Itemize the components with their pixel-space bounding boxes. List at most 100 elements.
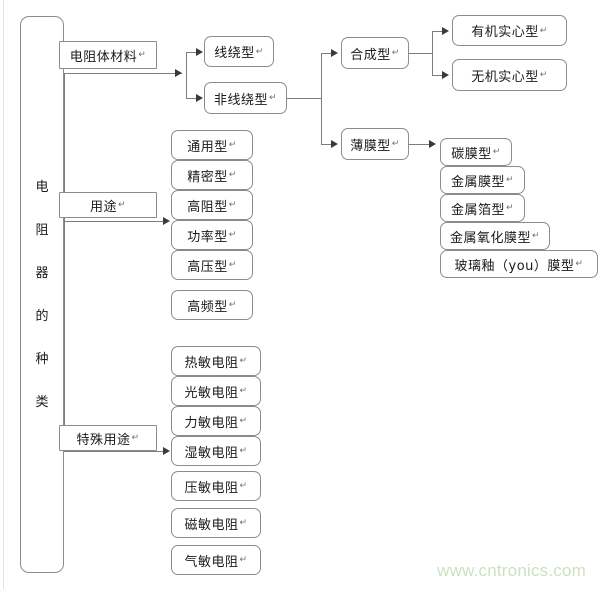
pilcrow-mark: ↵ (228, 200, 237, 210)
pilcrow-mark: ↵ (239, 518, 248, 528)
node-power-type[interactable]: 功率型↵ (171, 220, 253, 250)
node-force-sensitive-resistor-label: 力敏电阻 (184, 415, 239, 431)
node-metal-film-label: 金属膜型 (450, 174, 505, 190)
arrow-to-carbon-film (429, 140, 436, 148)
connector-nonwirewound-out (287, 98, 321, 99)
node-humidity-sensitive-resistor[interactable]: 湿敏电阻↵ (171, 436, 261, 466)
pilcrow-mark: ↵ (539, 25, 548, 36)
connector-material-to-wirewound (186, 52, 198, 53)
node-high-voltage-type-label: 高压型 (187, 259, 228, 275)
connector-trunk-spine (64, 73, 65, 451)
node-photoresistor-label: 光敏电阻 (184, 385, 239, 401)
connector-material-to-nonwirewound (186, 98, 198, 99)
connector-to-organic-solid (432, 31, 444, 32)
connector-synthetic-split (432, 31, 433, 75)
page-left-edge (3, 0, 4, 589)
connector-film-out (409, 144, 431, 145)
pilcrow-mark: ↵ (228, 300, 237, 310)
node-varistor-label: 压敏电阻 (184, 480, 239, 496)
branch-node-material[interactable]: 电阻体材料↵ (59, 41, 157, 69)
pilcrow-mark: ↵ (228, 170, 237, 180)
node-varistor[interactable]: 压敏电阻↵ (171, 471, 261, 501)
node-humidity-sensitive-resistor-label: 湿敏电阻 (184, 445, 239, 461)
pilcrow-mark: ↵ (575, 259, 584, 269)
arrow-to-inorganic-solid (442, 71, 449, 79)
node-film[interactable]: 薄膜型↵ (341, 128, 409, 160)
node-metal-oxide-film-label: 金属氧化膜型 (449, 230, 531, 246)
pilcrow-mark: ↵ (505, 175, 515, 185)
pilcrow-mark: ↵ (531, 231, 541, 241)
node-non-wirewound[interactable]: 非线绕型↵ (204, 82, 287, 114)
node-magneto-resistor[interactable]: 磁敏电阻↵ (171, 508, 261, 538)
arrow-to-special-children (163, 447, 170, 455)
pilcrow-mark: ↵ (228, 260, 237, 270)
pilcrow-mark: ↵ (228, 140, 237, 150)
node-power-type-label: 功率型 (187, 229, 228, 245)
branch-node-special[interactable]: 特殊用途↵ (59, 425, 157, 451)
pilcrow-mark: ↵ (505, 203, 515, 213)
node-magneto-resistor-label: 磁敏电阻 (184, 517, 239, 533)
pilcrow-mark: ↵ (239, 446, 248, 456)
node-inorganic-solid[interactable]: 无机实心型↵ (452, 59, 567, 91)
pilcrow-mark: ↵ (239, 555, 248, 565)
node-precision-type[interactable]: 精密型↵ (171, 160, 253, 190)
pilcrow-mark: ↵ (391, 139, 400, 149)
connector-trunk-to-material (64, 73, 182, 74)
node-wirewound-label: 线绕型 (214, 46, 255, 61)
pilcrow-mark: ↵ (131, 433, 140, 443)
node-force-sensitive-resistor[interactable]: 力敏电阻↵ (171, 406, 261, 436)
arrow-to-film (331, 140, 338, 148)
pilcrow-mark: ↵ (138, 50, 147, 60)
node-photoresistor[interactable]: 光敏电阻↵ (171, 376, 261, 406)
node-carbon-film[interactable]: 碳膜型↵ (440, 138, 512, 166)
pilcrow-mark: ↵ (539, 70, 548, 80)
node-organic-solid-label: 有机实心型 (471, 25, 539, 40)
node-metal-oxide-film[interactable]: 金属氧化膜型↵ (440, 222, 550, 250)
node-synthetic-label: 合成型 (350, 47, 391, 63)
arrow-to-synthetic (331, 49, 338, 57)
pilcrow-mark: ↵ (239, 416, 248, 426)
arrow-to-nonwirewound (196, 94, 203, 102)
node-precision-type-label: 精密型 (187, 169, 228, 185)
pilcrow-mark: ↵ (239, 481, 248, 491)
node-film-label: 薄膜型 (350, 138, 391, 154)
node-metal-foil-label: 金属箔型 (450, 202, 505, 218)
node-high-resistance-type[interactable]: 高阻型↵ (171, 190, 253, 220)
pilcrow-mark: ↵ (268, 93, 278, 103)
node-metal-foil[interactable]: 金属箔型↵ (440, 194, 525, 222)
pilcrow-mark: ↵ (255, 46, 264, 57)
node-high-frequency-type-label: 高频型 (187, 299, 228, 315)
node-metal-film[interactable]: 金属膜型↵ (440, 166, 525, 194)
connector-nonwirewound-split (321, 53, 322, 144)
node-non-wirewound-label: 非线绕型 (213, 92, 268, 108)
node-thermistor[interactable]: 热敏电阻↵ (171, 346, 261, 376)
node-synthetic[interactable]: 合成型↵ (341, 37, 409, 69)
node-gas-sensitive-resistor[interactable]: 气敏电阻↵ (171, 545, 261, 575)
pilcrow-mark: ↵ (391, 48, 400, 58)
arrow-to-organic-solid (442, 27, 449, 35)
arrow-material-junction (175, 69, 182, 77)
connector-synthetic-out (409, 53, 432, 54)
connector-trunk-to-usage (64, 221, 163, 222)
node-glass-glaze-film[interactable]: 玻璃釉（you）膜型↵ (440, 250, 598, 278)
connector-trunk-to-special (64, 451, 163, 452)
branch-node-usage-label: 用途 (89, 199, 117, 215)
node-high-resistance-type-label: 高阻型 (187, 199, 228, 215)
node-high-voltage-type[interactable]: 高压型↵ (171, 250, 253, 280)
branch-node-usage[interactable]: 用途↵ (59, 192, 157, 218)
connector-to-film (321, 144, 333, 145)
arrow-to-wirewound (196, 48, 203, 56)
node-organic-solid[interactable]: 有机实心型↵ (452, 15, 567, 46)
node-high-frequency-type[interactable]: 高频型↵ (171, 290, 253, 320)
node-general-type[interactable]: 通用型↵ (171, 130, 253, 160)
watermark: www.cntronics.com (437, 561, 586, 580)
pilcrow-mark: ↵ (492, 147, 501, 157)
root-node-resistor-types[interactable] (20, 16, 64, 573)
pilcrow-mark: ↵ (228, 230, 237, 240)
node-wirewound[interactable]: 线绕型↵ (204, 36, 274, 67)
node-general-type-label: 通用型 (187, 139, 228, 155)
connector-material-split (186, 52, 187, 98)
pilcrow-mark: ↵ (117, 200, 127, 210)
connector-to-synthetic (321, 53, 333, 54)
